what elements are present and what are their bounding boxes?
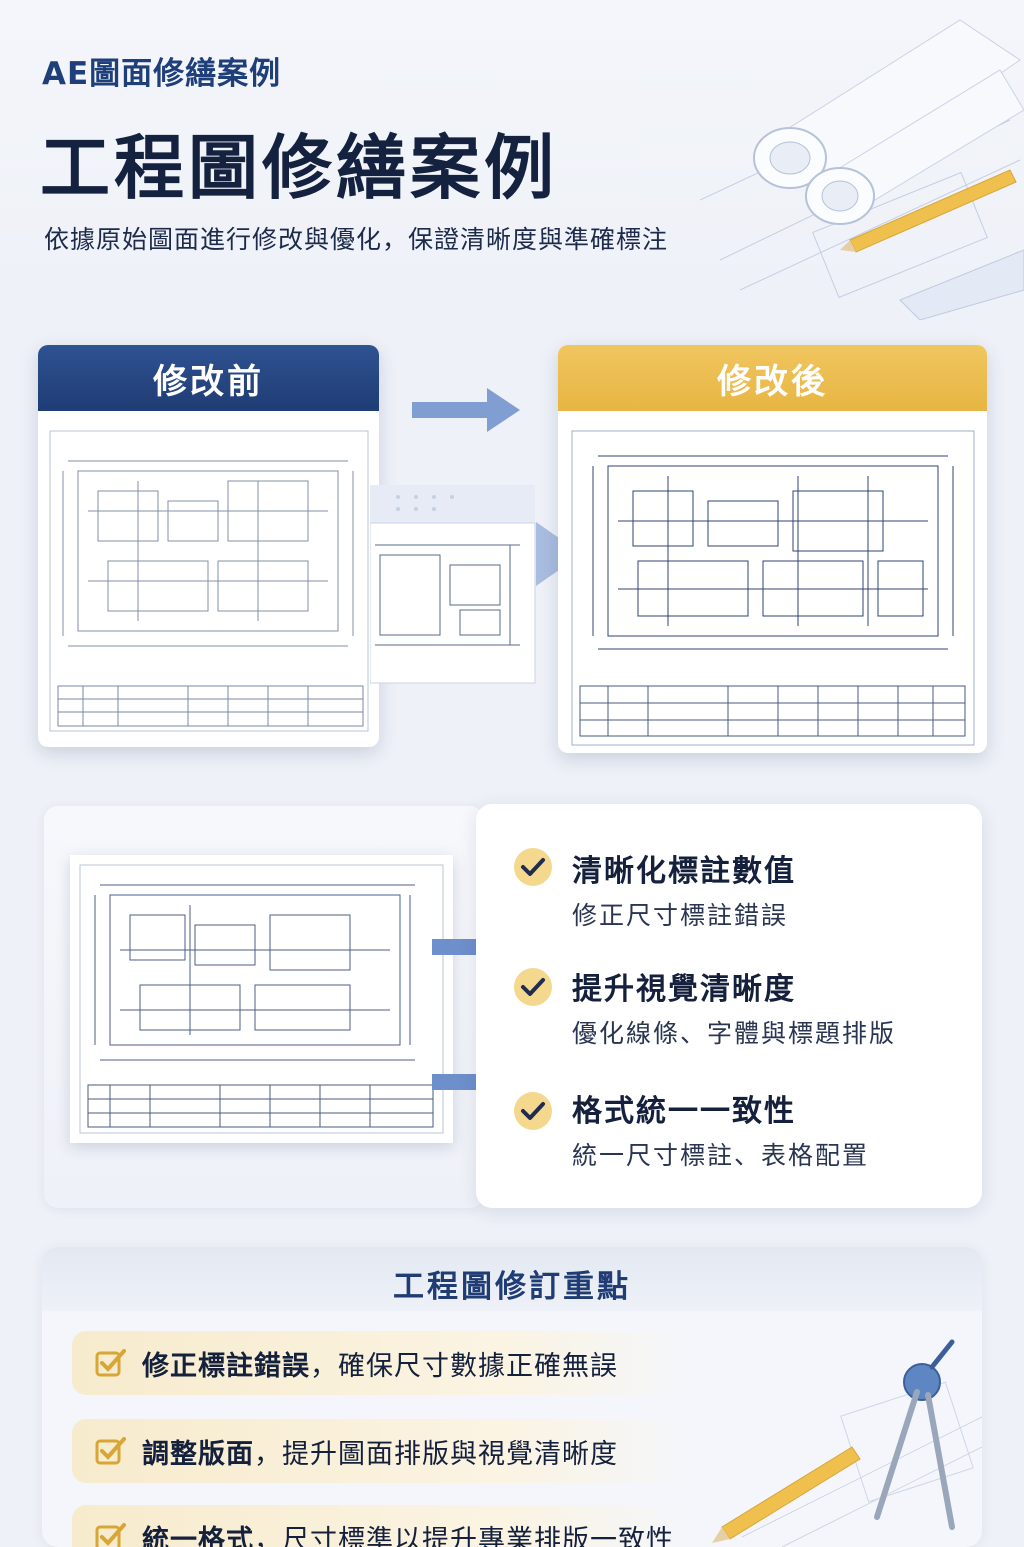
page-title: 工程圖修繕案例 — [40, 112, 558, 213]
feature-item — [514, 848, 552, 886]
features-panel: 清晰化標註數值 修正尺寸標註錯誤 提升視覺清晰度 優化線條、字體與標題排版 格式… — [476, 804, 982, 1208]
summary-item-text: 統一格式，尺寸標準以提升專業排版一致性 — [142, 1518, 674, 1547]
before-drawing — [38, 411, 379, 747]
feature-title: 提升視覺清晰度 — [572, 964, 796, 1008]
before-detail-snippet — [370, 485, 540, 685]
feature-title: 格式統一一致性 — [572, 1086, 796, 1130]
check-circle-icon — [514, 848, 552, 886]
summary-item: 修正標註錯誤，確保尺寸數據正確無誤 — [72, 1331, 692, 1395]
checkbox-icon — [94, 1434, 128, 1468]
feature-title: 清晰化標註數值 — [572, 846, 796, 890]
summary-item: 統一格式，尺寸標準以提升專業排版一致性 — [72, 1505, 692, 1547]
feature-item — [514, 1092, 552, 1130]
summary-item-rest: ，提升圖面排版與視覺清晰度 — [254, 1439, 618, 1470]
feature-subtitle: 優化線條、字體與標題排版 — [572, 1014, 896, 1050]
after-drawing — [558, 411, 987, 753]
page-eyebrow: AE圖面修繕案例 — [42, 48, 281, 93]
before-label: 修改前 — [38, 345, 379, 411]
checkbox-icon — [94, 1346, 128, 1380]
check-circle-icon — [514, 968, 552, 1006]
summary-item-text: 修正標註錯誤，確保尺寸數據正確無誤 — [142, 1344, 618, 1383]
summary-title: 工程圖修訂重點 — [42, 1261, 982, 1306]
transition-arrow-top — [412, 388, 522, 432]
summary-item-rest: ，確保尺寸數據正確無誤 — [310, 1351, 618, 1382]
summary-panel: 工程圖修訂重點 修正標註錯誤，確保尺寸數據正確無誤 調整版面，提升圖面排版與視覺… — [42, 1247, 982, 1547]
summary-item-bold: 修正標註錯誤 — [142, 1351, 310, 1382]
before-card: 修改前 — [38, 345, 379, 747]
summary-item: 調整版面，提升圖面排版與視覺清晰度 — [72, 1419, 692, 1483]
blueprint-roll-illustration — [700, 0, 1024, 320]
improved-drawing-preview — [70, 855, 453, 1143]
check-circle-icon — [514, 1092, 552, 1130]
compass-pencil-illustration — [702, 1337, 982, 1547]
summary-item-text: 調整版面，提升圖面排版與視覺清晰度 — [142, 1432, 618, 1471]
feature-item — [514, 968, 552, 1006]
after-card: 修改後 — [558, 345, 987, 753]
feature-subtitle: 統一尺寸標註、表格配置 — [572, 1136, 869, 1172]
after-label: 修改後 — [558, 345, 987, 411]
page-description: 依據原始圖面進行修改與優化，保證清晰度與準確標注 — [44, 220, 668, 256]
feature-subtitle: 修正尺寸標註錯誤 — [572, 896, 788, 932]
summary-item-bold: 調整版面 — [142, 1439, 254, 1470]
checkbox-icon — [94, 1520, 128, 1547]
